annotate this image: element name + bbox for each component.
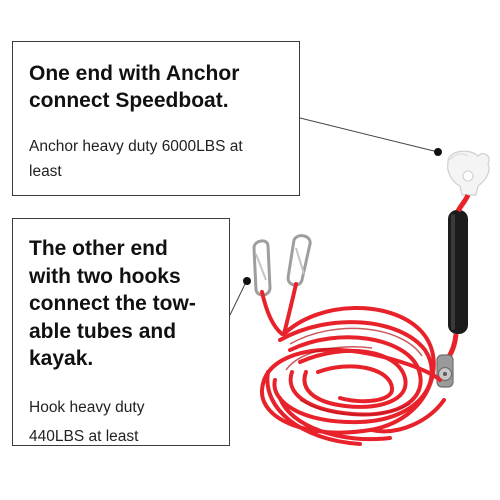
carabiner-right-icon xyxy=(286,234,312,287)
anchor-heading-line: One end with Anchor xyxy=(29,62,240,85)
hooks-detail-line: Hook heavy duty xyxy=(29,398,145,416)
anchor-callout-heading: One end with Anchor connect Speedboat. xyxy=(29,60,285,114)
anchor-leader-dot xyxy=(434,148,442,156)
carabiner-left-icon xyxy=(252,239,272,297)
anchor-detail-line: Anchor heavy duty 6000LBS at xyxy=(29,138,243,155)
anchor-callout: One end with Anchor connect Speedboat. A… xyxy=(12,41,300,196)
hooks-heading-line: with two hooks xyxy=(29,264,181,288)
rope-coil-shade xyxy=(285,327,423,416)
hooks-heading-line: connect the tow- xyxy=(29,292,196,315)
anchor-icon xyxy=(447,150,490,196)
pulley-icon xyxy=(436,354,454,388)
anchor-detail-line: least xyxy=(29,163,62,180)
hooks-heading-line: The other end xyxy=(29,237,168,260)
sleeve-icon xyxy=(448,210,468,334)
hook-leader-dot xyxy=(243,277,251,285)
hooks-detail-line: 440LBS at least xyxy=(29,427,139,445)
anchor-heading-line: connect Speedboat. xyxy=(29,89,229,112)
rope-coil-icon xyxy=(259,282,446,446)
hook-leader-line xyxy=(229,281,247,316)
anchor-leader-line xyxy=(299,117,439,153)
anchor-callout-detail: Anchor heavy duty 6000LBS at least xyxy=(29,134,285,184)
hooks-heading-line: kayak. xyxy=(29,347,94,370)
hooks-callout: The other end with two hooks connect the… xyxy=(12,218,230,446)
hooks-callout-heading: The other end with two hooks connect the… xyxy=(29,235,219,373)
hooks-callout-detail: Hook heavy duty 440LBS at least xyxy=(29,393,219,451)
hooks-heading-line: able tubes and xyxy=(29,319,177,343)
